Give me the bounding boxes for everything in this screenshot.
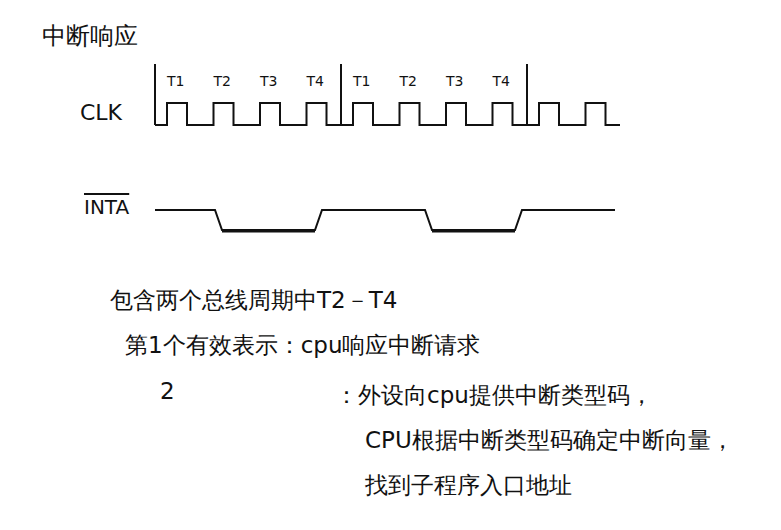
state-label: T2	[400, 73, 417, 89]
note-text: 第1个有效表示：cpu响应中断请求	[125, 332, 480, 358]
note-text: CPU根据中断类型码确定中断向量，	[365, 427, 734, 453]
state-label: T1	[167, 73, 184, 89]
signal-name: INTA	[84, 195, 129, 219]
label-box: 找到子程序入口地址	[365, 470, 572, 501]
state-label: T2	[214, 73, 231, 89]
inta-active	[432, 230, 515, 233]
state-label: T4	[493, 73, 510, 89]
label-box: 第1个有效表示：cpu响应中断请求	[125, 330, 480, 361]
title: 中断响应	[42, 22, 138, 50]
cycle-divider	[154, 64, 156, 125]
signal-name: CLK	[80, 100, 122, 125]
label-box: T4	[307, 72, 324, 90]
label-box: T1	[353, 72, 370, 90]
label-box: CPU根据中断类型码确定中断向量，	[365, 425, 734, 456]
cycle-divider	[526, 64, 528, 125]
label-box: T2	[214, 72, 231, 90]
inta-active	[222, 230, 315, 233]
inta-wave	[155, 210, 615, 230]
state-label: T3	[260, 73, 277, 89]
state-label: T3	[446, 73, 463, 89]
label-box: T3	[260, 72, 277, 90]
note-text: 包含两个总线周期中T2－T4	[110, 287, 397, 313]
state-label: T1	[353, 73, 370, 89]
cycle-divider	[340, 64, 342, 125]
label-box: T4	[493, 72, 510, 90]
label-box: 2	[160, 378, 175, 404]
label-box: 包含两个总线周期中T2－T4	[110, 285, 397, 316]
title-box: 中断响应	[42, 20, 138, 52]
label-box: T2	[400, 72, 417, 90]
note-text: 找到子程序入口地址	[365, 472, 572, 498]
clk-wave	[155, 103, 620, 125]
callout-number: 2	[160, 378, 175, 404]
label-box: T3	[446, 72, 463, 90]
note-text: ：外设向cpu提供中断类型码，	[335, 382, 653, 408]
state-label: T4	[307, 73, 324, 89]
label-box: INTA	[84, 195, 129, 219]
label-box: T1	[167, 72, 184, 90]
label-box: ：外设向cpu提供中断类型码，	[335, 380, 653, 411]
label-box: CLK	[80, 100, 122, 125]
